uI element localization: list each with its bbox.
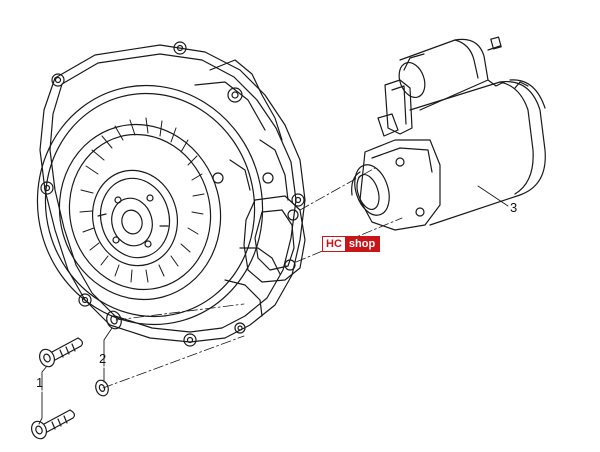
callout-washer: 2 [99,351,107,366]
washer-upper [106,310,122,330]
bolt-lower [31,409,76,440]
assembly-axes [102,167,403,389]
shop-watermark: HC shop [322,236,381,252]
starter-motor-drawing [351,36,546,231]
housing-flange [39,41,306,347]
watermark-left: HC [323,237,345,251]
flywheel-assembly [36,84,264,326]
starter-mount-pocket [239,195,306,283]
housing-body [194,59,289,317]
callout-starter-motor: 3 [510,200,518,215]
callout-leaders [38,327,113,425]
washer-lower [95,379,109,397]
watermark-right: shop [344,237,380,251]
bolt-upper [39,337,84,368]
callout-bolt: 1 [36,375,44,390]
